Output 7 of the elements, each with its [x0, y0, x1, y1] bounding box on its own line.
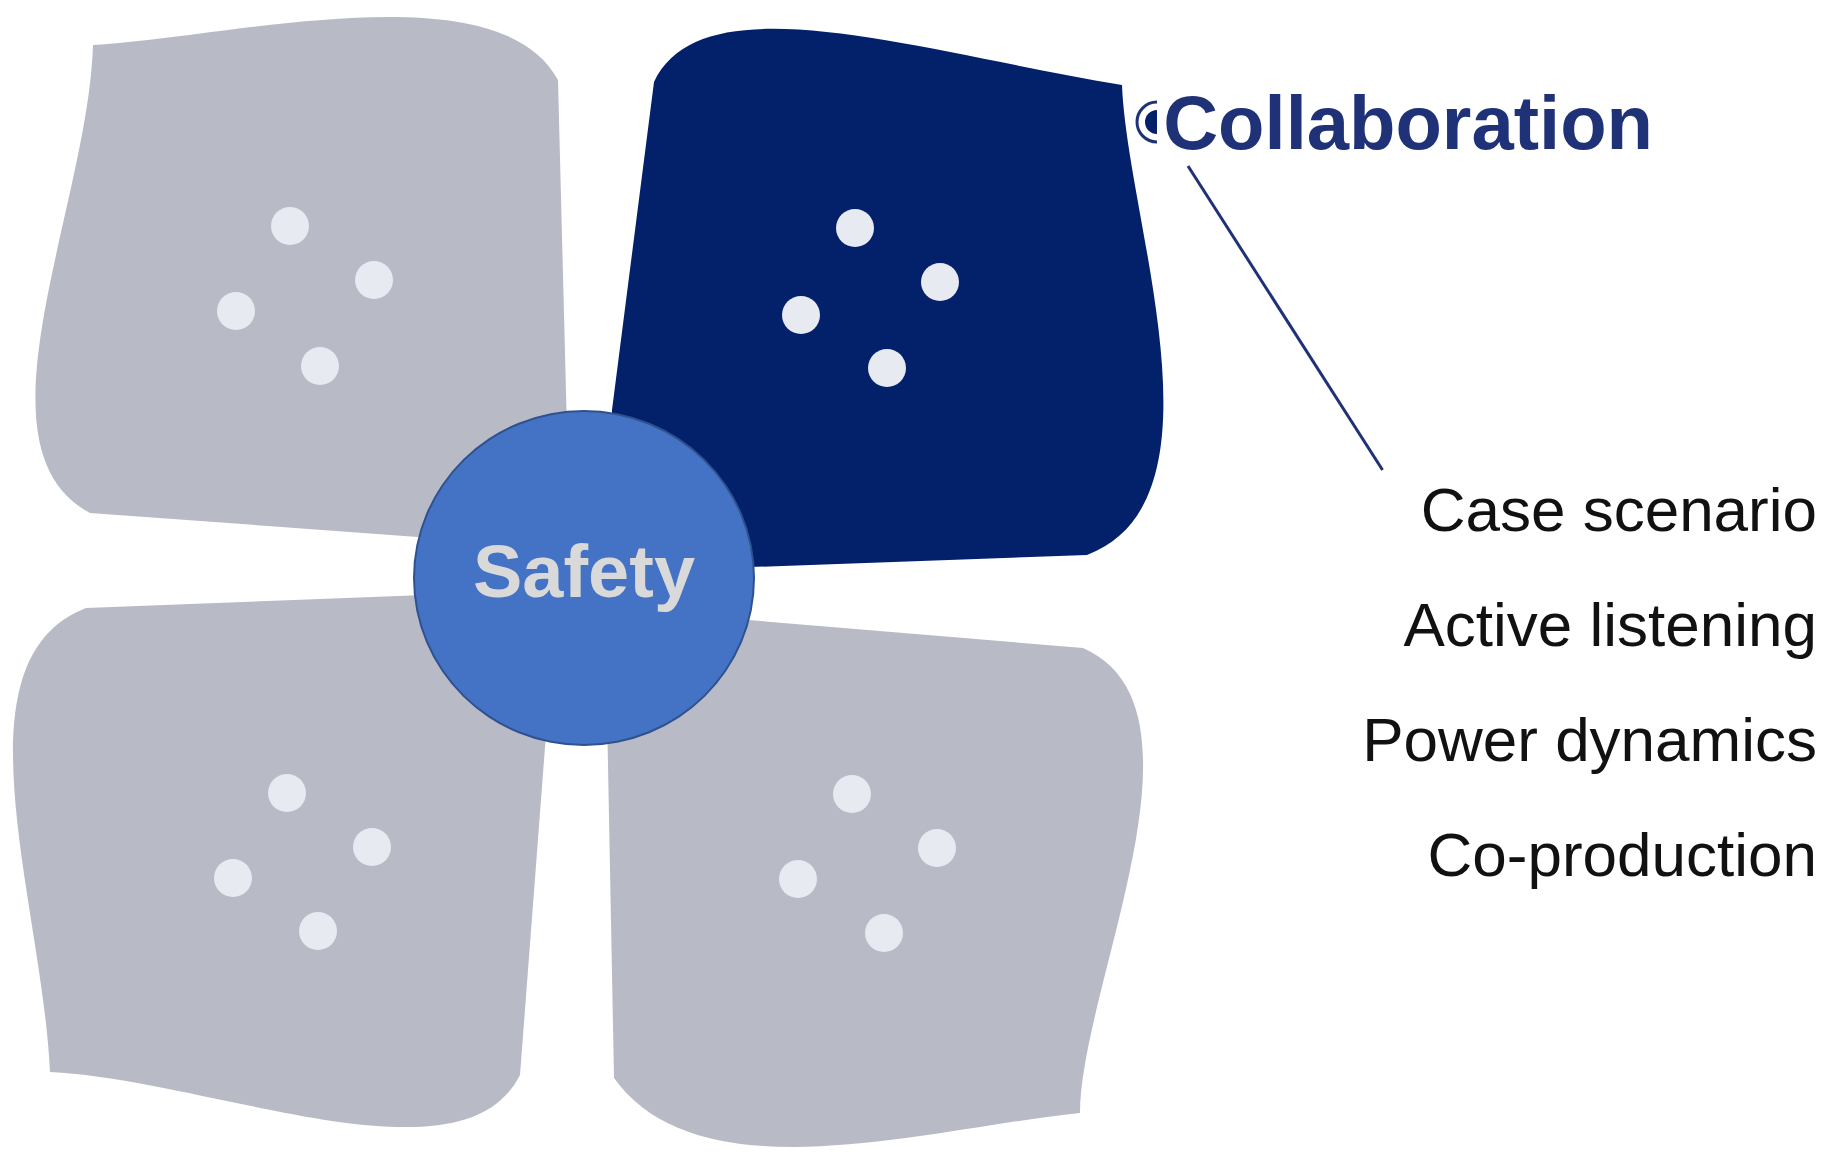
heading-label: Collaboration — [1163, 78, 1653, 166]
leader-line — [1186, 165, 1384, 471]
circle-label: Safety — [472, 528, 696, 614]
list-item: Case scenario — [1420, 474, 1817, 546]
list-item: Active listening — [1403, 589, 1817, 661]
list-item: Co-production — [1427, 819, 1817, 891]
list-item: Power dynamics — [1362, 704, 1817, 776]
